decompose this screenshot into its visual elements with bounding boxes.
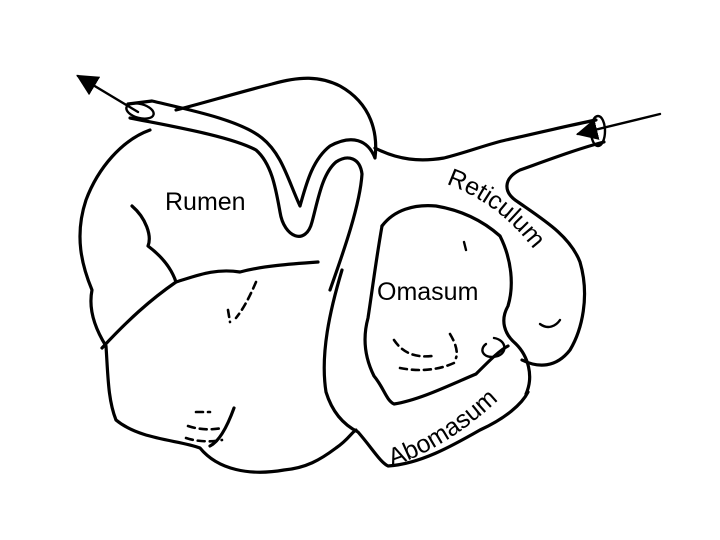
tube-opening-left [125,102,155,120]
rumen-fold [130,204,320,284]
reticulum-label-text: Reticulum [444,163,551,253]
arrow-out-icon [76,74,140,114]
reticulum-lower [505,140,606,367]
omasum-label: Omasum [377,278,478,306]
abomasum-outline [322,268,530,468]
omasum-dash-1 [392,338,434,358]
pillar-dash-4 [186,424,224,431]
reticulum-fold [538,318,562,329]
rumen-label: Rumen [165,188,246,216]
omasum-orifice [481,336,506,359]
omasum-dash-3 [448,332,459,360]
esophagus-inner [128,116,364,292]
rumen-lower-fold [208,406,236,448]
omasum-mark [462,240,468,252]
tube-opening-right [589,114,607,148]
pillar-dash-2 [226,308,232,324]
rumen-outline [78,128,358,474]
omasum-outline [380,204,532,396]
reticulum-label: Reticulum [444,163,551,253]
esophagus-tube [126,76,378,208]
omasum-inner [363,224,510,406]
pillar-dash-5 [184,436,224,443]
pillar-dash-1 [234,280,258,320]
rumen-lower-lobe [100,280,178,350]
reticulum-outline [373,118,598,162]
omasum-dash-2 [398,360,458,372]
